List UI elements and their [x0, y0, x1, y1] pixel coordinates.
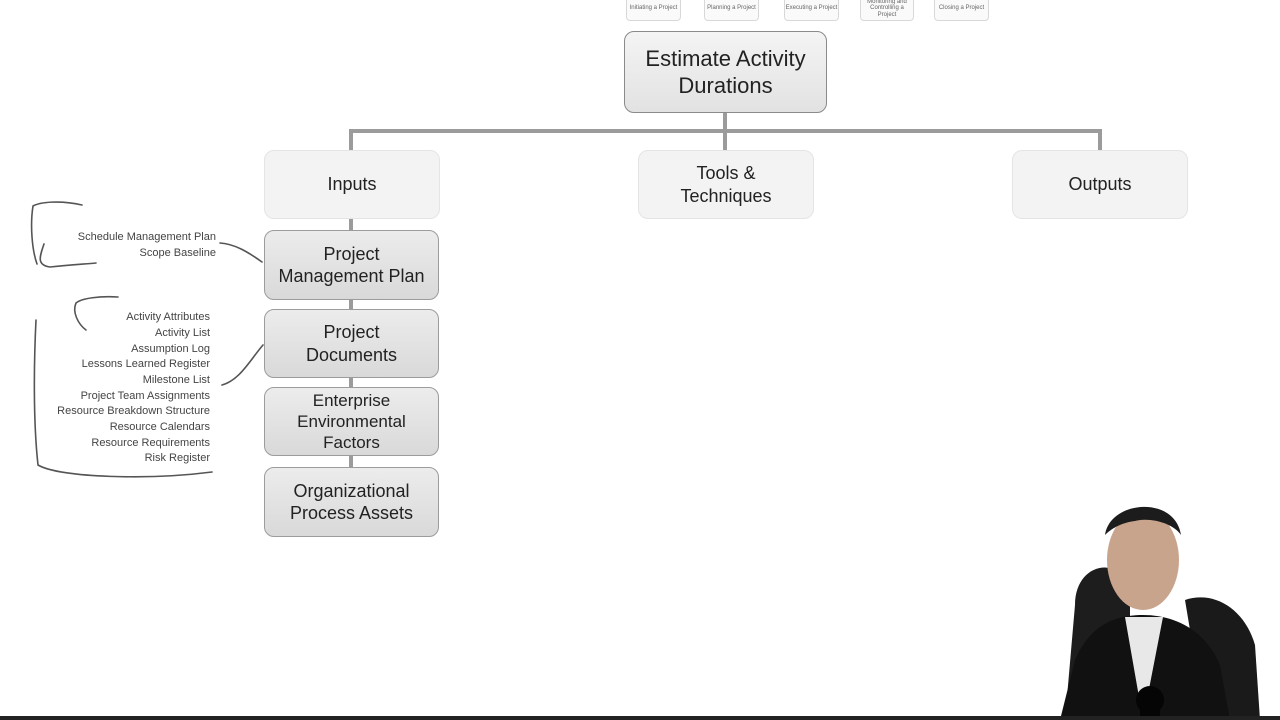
pmp-component-schedule-management-plan: Schedule Management Plan [77, 231, 216, 243]
bracket-stroke-pmp-bottom [39, 243, 97, 268]
project-doc-item: Assumption Log [131, 343, 210, 355]
tab-closing[interactable]: Closing a Project [934, 0, 989, 21]
project-doc-item: Project Team Assignments [80, 390, 210, 402]
bracket-stroke-pmp [30, 201, 83, 265]
input-label: Project Documents [305, 322, 398, 365]
project-doc-item: Milestone List [142, 374, 210, 386]
project-doc-item: Activity Attributes [126, 311, 210, 323]
process-box-estimate-activity-durations[interactable]: Estimate Activity Durations [624, 31, 827, 113]
category-box-tools-techniques[interactable]: Tools & Techniques [638, 150, 814, 219]
tab-planning[interactable]: Planning a Project [704, 0, 759, 21]
pmp-component-scope-baseline: Scope Baseline [139, 247, 216, 259]
inputs-connector-drop [349, 129, 353, 150]
project-doc-item: Resource Requirements [91, 437, 210, 449]
category-label-outputs: Outputs [1068, 174, 1132, 195]
tools-connector-drop [723, 129, 727, 150]
project-doc-item: Activity List [154, 327, 210, 339]
input-box-project-management-plan[interactable]: Project Management Plan [264, 230, 439, 300]
category-box-outputs[interactable]: Outputs [1012, 150, 1188, 219]
bracket-stroke-docs [73, 295, 119, 331]
arrow-stroke-pmp [219, 242, 263, 263]
category-box-inputs[interactable]: Inputs [264, 150, 440, 219]
project-doc-item: Resource Breakdown Structure [57, 405, 210, 417]
bracket-stroke-docs-left [33, 319, 213, 478]
root-connector-vertical [723, 113, 727, 131]
input-label: Project Management Plan [278, 243, 425, 287]
handwritten-annotations [30, 201, 264, 478]
category-label-tools-techniques: Tools & Techniques [680, 163, 772, 206]
project-doc-item: Lessons Learned Register [81, 358, 210, 370]
category-label-inputs: Inputs [327, 174, 377, 195]
tab-initiating[interactable]: Initiating a Project [626, 0, 681, 21]
input-label: Organizational Process Assets [289, 480, 414, 524]
arrow-stroke-docs [221, 344, 264, 386]
tab-monitoring-controlling[interactable]: Monitoring and Controlling a Project [860, 0, 914, 21]
presenter-webcam [1055, 495, 1268, 720]
input-box-enterprise-environmental-factors[interactable]: Enterprise Environmental Factors [264, 387, 439, 456]
input-box-project-documents[interactable]: Project Documents [264, 309, 439, 378]
outputs-connector-drop [1098, 129, 1102, 150]
tab-executing[interactable]: Executing a Project [784, 0, 839, 21]
project-doc-item: Resource Calendars [109, 421, 210, 433]
input-label: Enterprise Environmental Factors [297, 390, 406, 453]
project-doc-item: Risk Register [144, 452, 210, 464]
bottom-edge-bar [0, 716, 1280, 720]
input-box-organizational-process-assets[interactable]: Organizational Process Assets [264, 467, 439, 537]
process-title: Estimate Activity Durations [645, 45, 806, 99]
